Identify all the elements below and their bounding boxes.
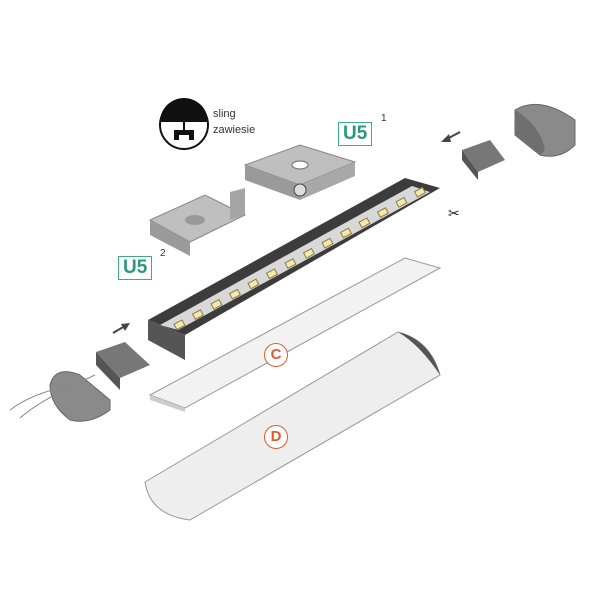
u5-left-sup: 2 [160, 248, 166, 259]
led-strip [173, 186, 426, 331]
led-chip [284, 258, 297, 270]
led-chip [358, 217, 371, 229]
mounting-clip-left [148, 188, 247, 256]
led-chip [413, 186, 426, 198]
end-cap-right [462, 103, 576, 180]
sling-icon [159, 98, 209, 150]
legend-zawiesie: zawiesie [213, 124, 256, 136]
u5-label-top: U5 [338, 122, 373, 146]
u5-label-left: U5 [118, 256, 153, 280]
legend-sling: sling [213, 108, 236, 120]
scissors-icon: ✂ [448, 205, 460, 221]
led-chip [247, 278, 260, 290]
led-chip [265, 268, 278, 280]
led-chip [395, 196, 408, 208]
end-cap-left [9, 342, 150, 422]
mounting-clip-top [243, 144, 357, 200]
u5-top-sup: 1 [381, 113, 387, 124]
led-chip [321, 237, 334, 249]
diffuser-d [144, 331, 441, 521]
led-chip [228, 288, 241, 300]
arrow-icons [112, 131, 461, 334]
led-chip [210, 298, 223, 310]
cover-c-label: C [264, 343, 288, 367]
cover-c [148, 257, 442, 412]
led-chip [339, 227, 352, 239]
diffuser-d-label: D [264, 425, 288, 449]
led-chip [173, 319, 186, 331]
led-chip [191, 309, 204, 321]
led-chip [376, 207, 389, 219]
led-chip [302, 247, 315, 259]
